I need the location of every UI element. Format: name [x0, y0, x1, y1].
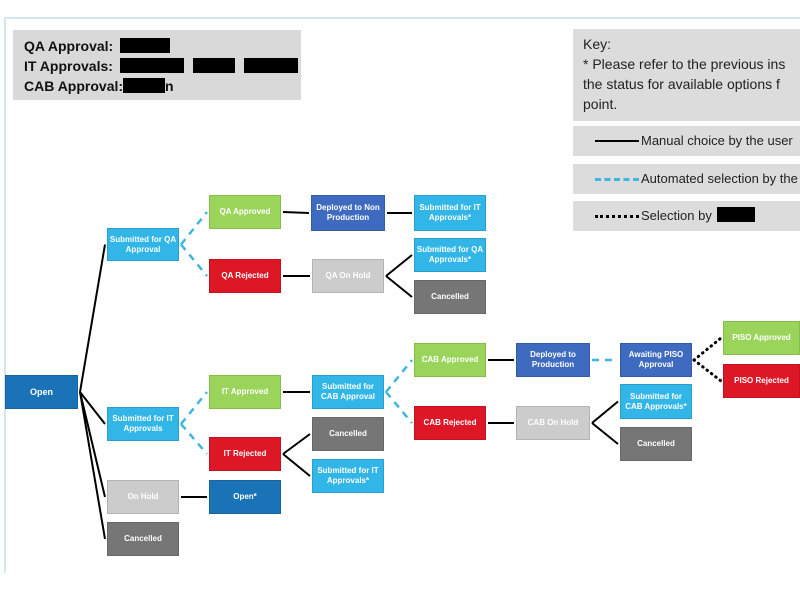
node-piso-rejected: PISO Rejected [723, 364, 800, 398]
connector-submitted_qa-to-qa_rejected [180, 243, 208, 277]
node-cab-rejected: CAB Rejected [414, 406, 486, 440]
approval-row-it: IT Approvals: [24, 56, 301, 76]
node-submitted-for-cab-approvals: Submitted for CAB Approvals* [620, 384, 692, 419]
node-cancelled-cab: Cancelled [620, 427, 692, 461]
node-cab-approved: CAB Approved [414, 343, 486, 377]
redaction-block [717, 207, 755, 222]
node-submitted-for-qa-approvals: Submitted for QA Approvals* [414, 238, 486, 272]
node-piso-approved: PISO Approved [723, 321, 800, 355]
node-deployed-to-non-production: Deployed to Non Production [311, 195, 385, 231]
node-cab-on-hold: CAB On Hold [516, 406, 590, 440]
connector-qa_approved-to-deployed_non_prod [282, 211, 310, 214]
approval-label-cab: CAB Approval: [24, 78, 124, 94]
key-note-line-1: * Please refer to the previous ins [583, 56, 786, 72]
redaction-block [119, 58, 184, 73]
connector-it_rejected-to-submitted_it_again [282, 453, 311, 477]
key-note-line-2: the status for available options f [583, 76, 780, 92]
node-it-rejected: IT Rejected [209, 437, 281, 471]
approval-suffix-cab: n [165, 78, 174, 94]
node-it-approved: IT Approved [209, 375, 281, 409]
connector-submitted_cab-to-cab_approved [385, 359, 413, 393]
approval-label-it: IT Approvals: [24, 58, 113, 74]
node-qa-approved: QA Approved [209, 195, 281, 229]
frame-top-border [4, 17, 800, 19]
legend-automated: Automated selection by the [573, 164, 800, 194]
connector-qa_on_hold-to-cancelled_qa [385, 275, 413, 298]
legend-selection: Selection by [573, 201, 800, 231]
node-open-again: Open* [209, 480, 281, 514]
node-qa-on-hold: QA On Hold [312, 259, 384, 293]
connector-submitted_it-to-it_approved [180, 391, 208, 425]
connector-submitted_it-to-it_rejected [180, 423, 208, 455]
legend-manual-label: Manual choice by the user [641, 133, 793, 148]
connector-open-to-submitted_qa [79, 244, 106, 393]
node-submitted-for-qa-approval: Submitted for QA Approval [107, 228, 179, 261]
approval-row-cab: CAB Approval: n [24, 76, 301, 96]
legend-selection-label: Selection by [641, 208, 712, 223]
node-submitted-for-it-approvals: Submitted for IT Approvals [107, 407, 179, 441]
node-cancelled-qa: Cancelled [414, 280, 486, 314]
redaction-block [243, 58, 298, 73]
redaction-block [192, 58, 235, 73]
node-submitted-for-cab-approval: Submitted for CAB Approval [312, 375, 384, 409]
redaction-block [123, 78, 166, 93]
approvals-box: QA Approval: IT Approvals: CAB Approval:… [13, 30, 301, 100]
legend-automated-label: Automated selection by the [641, 171, 798, 186]
node-open: Open [5, 375, 78, 409]
connector-cab_on_hold-to-submitted_cab_approvals [591, 400, 619, 424]
legend-solid-line [595, 140, 639, 142]
connector-awaiting_piso-to-piso_rejected [692, 358, 723, 383]
legend-manual: Manual choice by the user [573, 126, 800, 156]
approval-label-qa: QA Approval: [24, 38, 114, 54]
key-note-line-3: point. [583, 96, 618, 112]
node-awaiting-piso-approval: Awaiting PISO Approval [620, 343, 692, 377]
connector-cab_on_hold-to-cancelled_cab [591, 422, 619, 445]
connector-it_rejected-to-cancelled_it [282, 433, 311, 455]
node-on-hold: On Hold [107, 480, 179, 514]
connector-submitted_qa-to-qa_approved [180, 211, 208, 246]
frame-left-border [4, 17, 6, 573]
node-qa-rejected: QA Rejected [209, 259, 281, 293]
key-title: Key: [583, 36, 612, 52]
redaction-block [120, 38, 171, 53]
node-cancelled-it: Cancelled [312, 417, 384, 451]
connector-open-to-cancelled_main [79, 391, 106, 540]
node-deployed-to-production: Deployed to Production [516, 343, 590, 377]
node-cancelled: Cancelled [107, 522, 179, 556]
connector-open-to-on_hold [79, 391, 106, 498]
connector-submitted_cab-to-cab_rejected [385, 391, 413, 424]
legend-dashed-line [595, 178, 639, 181]
connector-open-to-submitted_it [79, 391, 106, 425]
approval-row-qa: QA Approval: [24, 36, 301, 56]
connector-awaiting_piso-to-piso_approved [692, 336, 723, 362]
key-box: Key: * Please refer to the previous ins … [573, 29, 800, 121]
node-submitted-for-it-approvals-from-qa: Submitted for IT Approvals* [414, 195, 486, 231]
connector-qa_on_hold-to-submitted_qa_approvals [385, 254, 413, 277]
node-submitted-for-it-approvals-resubmit: Submitted for IT Approvals* [312, 459, 384, 493]
legend-dotted-line [595, 215, 639, 218]
